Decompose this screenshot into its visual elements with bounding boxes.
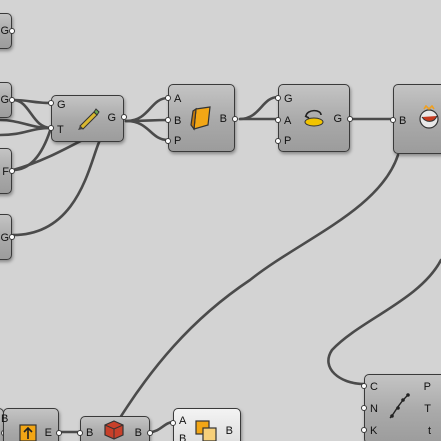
input-grip-a[interactable] (275, 117, 281, 123)
output-grip[interactable] (121, 114, 127, 120)
wire[interactable] (238, 95, 280, 121)
output-port-b: B (219, 113, 227, 125)
input-port-g: G (284, 93, 293, 105)
wire[interactable] (0, 118, 53, 130)
output-grip[interactable] (9, 234, 15, 240)
orange-prism-icon (190, 106, 211, 131)
input-port-b: B (1, 413, 9, 425)
output-port-label: G (0, 232, 9, 244)
output-grip[interactable] (147, 430, 153, 436)
output-port-b: B (225, 425, 233, 437)
input-grip-g[interactable] (275, 95, 281, 101)
edge-component-1[interactable]: G (0, 13, 15, 49)
input-port-a: A (179, 415, 187, 427)
extrude-component[interactable]: A B P B (165, 84, 238, 152)
output-port-t-lower: t (427, 425, 431, 437)
red-cube-component[interactable]: B B (77, 416, 153, 441)
input-port-a: A (284, 115, 292, 127)
input-grip-c[interactable] (361, 383, 367, 389)
box-upload-component[interactable]: B E (1, 408, 62, 441)
input-grip-t[interactable] (48, 125, 54, 131)
wire[interactable] (124, 119, 170, 142)
input-grip-a[interactable] (165, 95, 171, 101)
wire[interactable] (11, 138, 102, 237)
output-grip[interactable] (9, 28, 15, 34)
input-grip-g[interactable] (48, 100, 54, 106)
input-port-p: P (174, 135, 182, 147)
output-grip[interactable] (9, 168, 15, 174)
red-cube-icon (104, 420, 124, 440)
output-port-label: G (0, 25, 9, 37)
output-grip[interactable] (347, 116, 353, 122)
input-port-c: C (370, 381, 378, 393)
preview-component[interactable]: B (390, 84, 441, 154)
input-port-k: K (370, 425, 378, 437)
output-port-label: F (2, 166, 9, 178)
wire[interactable] (124, 96, 170, 123)
wire[interactable] (327, 258, 441, 386)
output-port-e: E (44, 427, 52, 439)
shaded-brep-icon (419, 105, 439, 129)
input-port-t: T (57, 124, 64, 136)
wire[interactable] (11, 98, 53, 130)
output-grip[interactable] (232, 116, 238, 122)
pencil-vector-icon (78, 108, 100, 130)
input-port-b: B (86, 427, 94, 439)
input-grip-k[interactable] (361, 427, 367, 433)
input-port-n: N (370, 403, 378, 415)
input-port-a: A (174, 93, 182, 105)
output-port-p: P (423, 381, 431, 393)
wire[interactable] (0, 126, 53, 137)
input-grip-a[interactable] (170, 420, 176, 426)
input-grip-n[interactable] (361, 405, 367, 411)
input-port-b: B (174, 115, 182, 127)
input-grip-b[interactable] (77, 430, 83, 436)
output-port-g: G (107, 112, 116, 124)
vector-component[interactable]: G T G (48, 95, 127, 142)
input-port-p: P (284, 135, 292, 147)
output-grip[interactable] (9, 97, 15, 103)
input-grip-b[interactable] (390, 117, 396, 123)
divide-curve-component[interactable]: C N K P T t (361, 374, 441, 441)
divide-curve-icon (389, 393, 410, 419)
orange-union-icon (195, 420, 217, 441)
edge-component-3[interactable]: F (0, 148, 15, 194)
input-port-b: B (399, 115, 407, 127)
ellipse-component[interactable]: G A P G (275, 84, 353, 152)
edge-component-2[interactable]: G (0, 82, 15, 118)
input-port-b: B (179, 433, 187, 441)
union-component[interactable]: A B B (170, 408, 241, 441)
input-port-g: G (57, 99, 66, 111)
output-grip[interactable] (56, 430, 62, 436)
output-port-label: G (0, 94, 9, 106)
wire[interactable] (116, 153, 400, 423)
output-port-b: B (134, 427, 142, 439)
edge-component-4[interactable]: G (0, 214, 15, 260)
box-upload-icon (19, 424, 37, 441)
output-port-g: G (333, 113, 342, 125)
input-grip-b[interactable] (165, 117, 171, 123)
output-port-t: T (424, 403, 431, 415)
ellipse-arc-icon (304, 109, 324, 127)
input-grip-p[interactable] (165, 138, 171, 144)
input-grip-p[interactable] (275, 138, 281, 144)
